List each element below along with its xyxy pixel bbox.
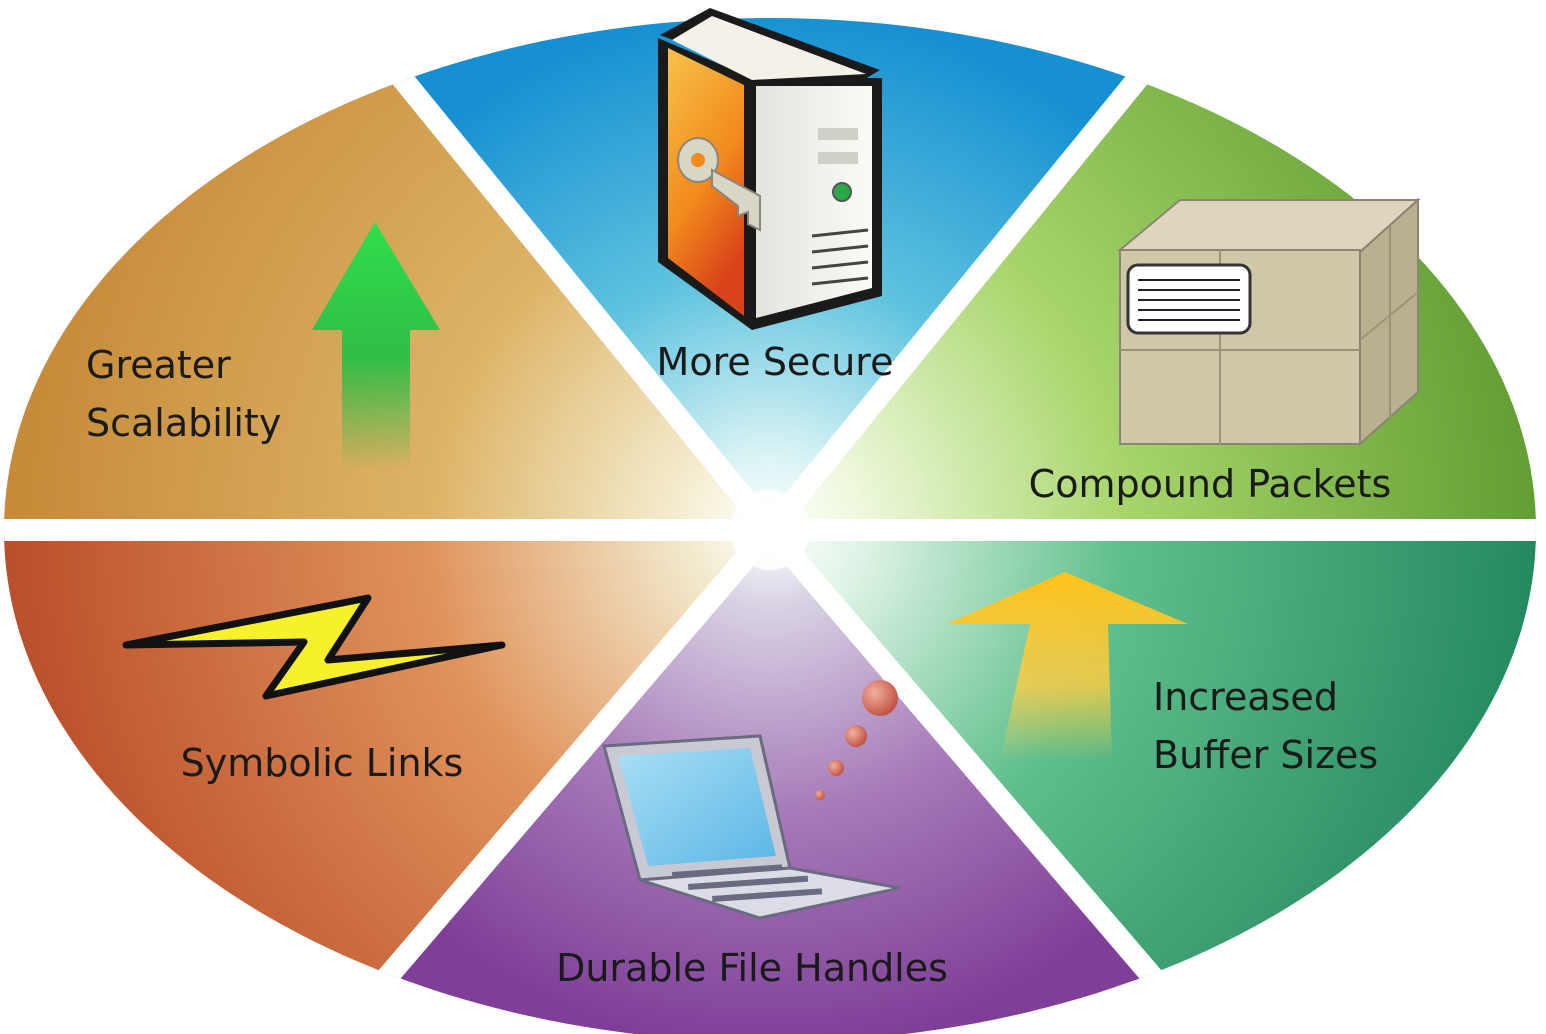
package-box-icon <box>1117 197 1421 447</box>
label-line: Buffer Sizes <box>1153 733 1378 777</box>
label-line: Durable File Handles <box>556 946 948 990</box>
expand-arrow-icon <box>946 572 1188 760</box>
label-line: Increased <box>1153 675 1338 719</box>
label-line: Compound Packets <box>1029 462 1392 506</box>
up-arrow-icon <box>312 222 440 470</box>
label-durable-file-handles: Durable File Handles <box>556 946 948 990</box>
laptop-icon <box>602 680 901 920</box>
label-line: Greater <box>86 343 231 387</box>
label-symbolic-links: Symbolic Links <box>181 741 464 785</box>
label-line: More Secure <box>657 340 894 384</box>
label-compound-packets: Compound Packets <box>1029 462 1392 506</box>
label-more-secure: More Secure <box>657 340 894 384</box>
label-line: Scalability <box>86 401 281 445</box>
server-key-icon <box>658 8 882 330</box>
center-glow <box>730 490 810 570</box>
label-line: Symbolic Links <box>181 741 464 785</box>
lightning-bolt-icon <box>122 594 506 700</box>
